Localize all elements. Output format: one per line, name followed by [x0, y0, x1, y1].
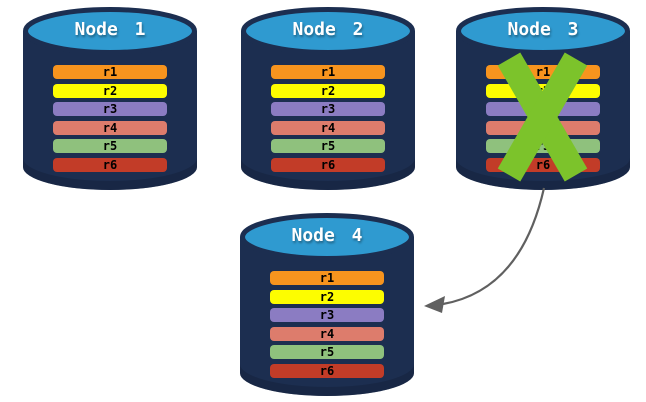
record-bar-r1: r1 [53, 65, 167, 79]
failure-x-icon [497, 52, 588, 182]
record-bar-r4: r4 [271, 120, 385, 135]
record-bar-r1: r1 [271, 65, 385, 79]
node-2-records: r1 r2 r3 r4 r5 r6 [271, 65, 385, 176]
record-bar-r5: r5 [53, 139, 167, 153]
record-bar-r3: r3 [270, 308, 384, 322]
record-bar-r3: r3 [53, 102, 167, 116]
node-4-records: r1 r2 r3 r4 r5 r6 [270, 271, 384, 382]
node-1-title: Node 1 [74, 19, 146, 40]
node-1-records: r1 r2 r3 r4 r5 r6 [53, 65, 167, 176]
node-3-title: Node 3 [507, 19, 579, 40]
record-bar-r6: r6 [53, 157, 167, 172]
record-bar-r5: r5 [270, 345, 384, 359]
record-bar-r2: r2 [271, 83, 385, 98]
node-4-title: Node 4 [291, 225, 363, 246]
record-bar-r2: r2 [270, 289, 384, 304]
record-bar-r6: r6 [270, 363, 384, 378]
node-1: Node 1 r1 r2 r3 r4 r5 r6 [22, 6, 198, 192]
arrow-head-icon [424, 296, 445, 313]
node-3: Node 3 r1 r2 r3 r4 r5 r6 [455, 6, 631, 192]
node-2-title: Node 2 [292, 19, 364, 40]
record-bar-r2: r2 [53, 83, 167, 98]
node-2: Node 2 r1 r2 r3 r4 r5 r6 [240, 6, 416, 192]
record-bar-r5: r5 [271, 139, 385, 153]
record-bar-r6: r6 [271, 157, 385, 172]
node-4: Node 4 r1 r2 r3 r4 r5 r6 [239, 212, 415, 398]
record-bar-r1: r1 [270, 271, 384, 285]
record-bar-r4: r4 [270, 326, 384, 341]
record-bar-r4: r4 [53, 120, 167, 135]
record-bar-r3: r3 [271, 102, 385, 116]
